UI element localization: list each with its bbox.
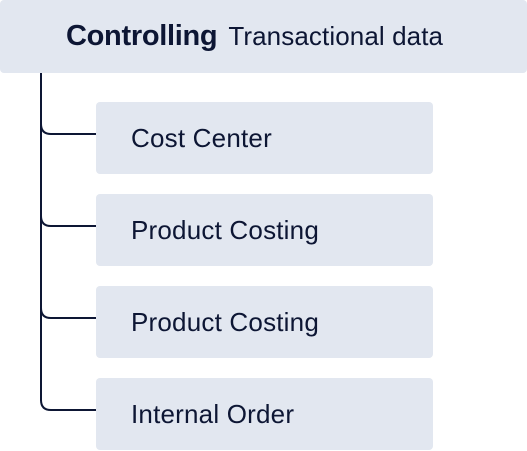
- connector-branch-product-costing-1: [40, 215, 96, 227]
- node-label: Cost Center: [131, 122, 272, 153]
- node-cost-center: Cost Center: [96, 102, 433, 174]
- node-label: Product Costing: [131, 214, 319, 245]
- root-title: Controlling: [66, 20, 218, 52]
- root-node-controlling: Controlling Transactional data: [0, 0, 527, 73]
- node-label: Product Costing: [131, 306, 319, 337]
- connector-branch-internal-order: [40, 399, 96, 411]
- node-product-costing: Product Costing: [96, 286, 433, 358]
- connector-branch-cost-center: [40, 123, 96, 135]
- root-subtitle: Transactional data: [228, 21, 444, 51]
- connector-branch-product-costing-2: [40, 307, 96, 319]
- node-internal-order: Internal Order: [96, 378, 433, 450]
- node-product-costing: Product Costing: [96, 194, 433, 266]
- node-label: Internal Order: [131, 398, 295, 429]
